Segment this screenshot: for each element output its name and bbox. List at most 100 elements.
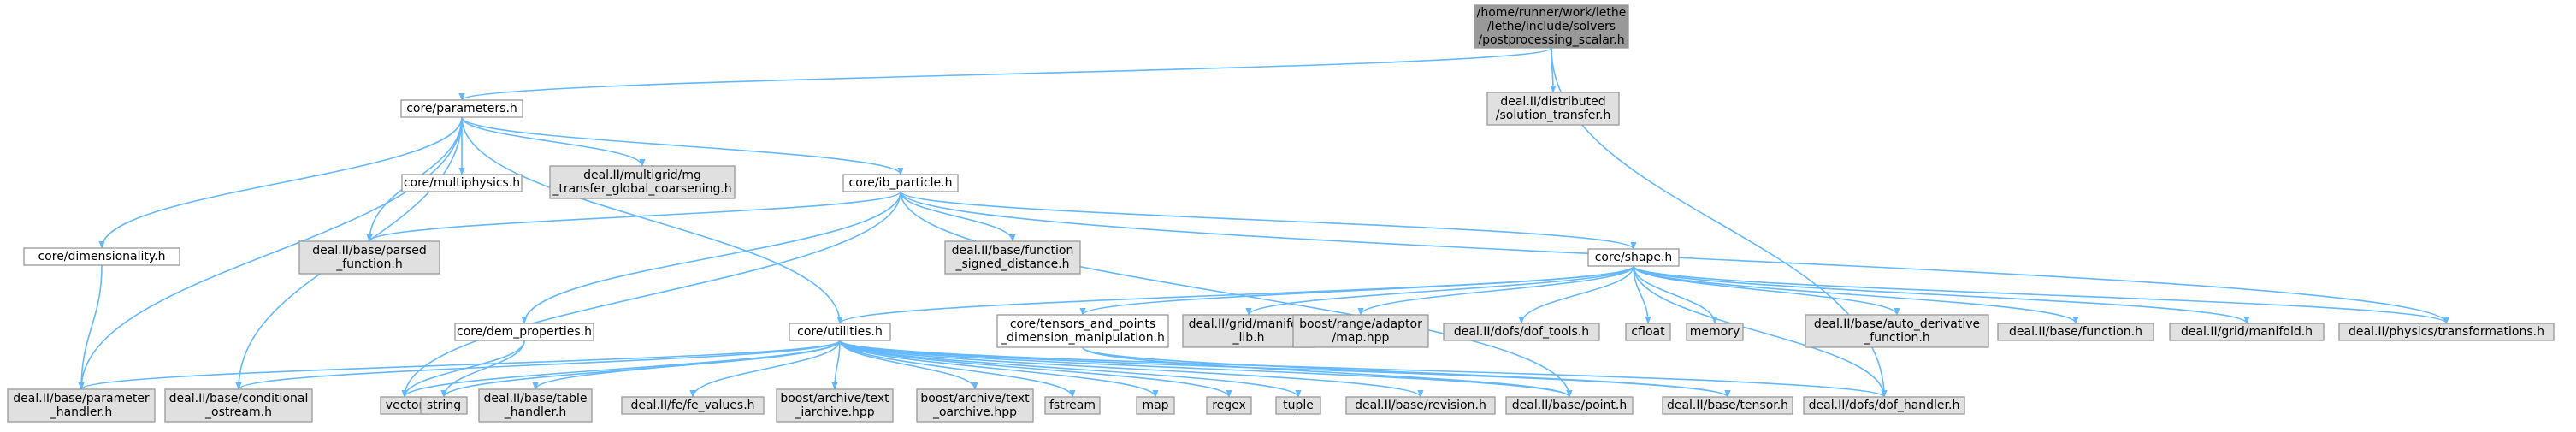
edge-dem_properties-to-string — [440, 340, 525, 398]
edge-utilities-to-fstream — [839, 340, 1076, 398]
node-label-line: _ostream.h — [204, 405, 272, 419]
node-label-line: /map.hpp — [1332, 331, 1390, 345]
node-box — [1486, 92, 1620, 126]
node-manifold_lib: deal.II/grid/manifold_lib.h — [1182, 314, 1315, 348]
node-label-line: core/utilities.h — [797, 325, 883, 339]
node-label-line: /postprocessing_scalar.h — [1478, 33, 1624, 47]
node-box — [1182, 314, 1315, 348]
node-fe_values: deal.II/fe/fe_values.h — [621, 396, 765, 415]
edge-ib_particle-to-function_signed_distance — [900, 191, 1016, 242]
node-box — [23, 247, 180, 266]
node-box — [996, 314, 1169, 348]
node-box — [789, 323, 891, 341]
node-label-line: deal.II/base/revision.h — [1355, 399, 1486, 412]
node-label-line: /lethe/include/solvers — [1487, 20, 1616, 33]
node-label-line: core/parameters.h — [406, 102, 517, 115]
node-label-line: deal.II/dofs/dof_handler.h — [1809, 399, 1960, 412]
node-dof_handler: deal.II/dofs/dof_handler.h — [1803, 396, 1965, 415]
node-label-line: _handler.h — [504, 405, 567, 419]
node-tensors_points[interactable]: core/tensors_and_points_dimension_manipu… — [996, 314, 1169, 348]
node-box — [401, 174, 523, 192]
edge-utilities-to-table_handler — [532, 340, 841, 390]
edge-shape-to-manifold_lib — [1245, 265, 1634, 316]
node-box — [1686, 323, 1744, 341]
edge-utilities-to-parameter_handler — [78, 340, 841, 390]
node-shape[interactable]: core/shape.h — [1587, 248, 1680, 267]
node-box — [1044, 396, 1101, 415]
edge-parameters-to-mg_transfer — [461, 116, 646, 167]
edge-utilities-to-tensor — [839, 340, 1731, 398]
node-box — [916, 388, 1034, 423]
node-map: map — [1136, 396, 1175, 415]
node-label-line: _iarchive.hpp — [794, 405, 874, 419]
node-function_signed_distance: deal.II/base/function_signed_distance.h — [944, 240, 1081, 275]
node-label-line: deal.II/base/point.h — [1512, 399, 1628, 412]
node-box — [1625, 323, 1671, 341]
node-label-line: vector — [386, 399, 424, 412]
node-multiphysics[interactable]: core/multiphysics.h — [401, 174, 523, 192]
edge-shape-to-tensors_points — [1079, 265, 1634, 316]
node-regex: regex — [1206, 396, 1252, 415]
node-box — [298, 240, 440, 275]
edge-ib_particle-to-dem_properties — [521, 191, 901, 324]
node-root: /home/runner/work/lethe/lethe/include/so… — [1474, 4, 1629, 49]
node-base_function: deal.II/base/function.h — [1997, 323, 2154, 341]
node-label-line: /solution_transfer.h — [1496, 109, 1610, 122]
edge-shape-to-dof_handler — [1633, 265, 1888, 398]
node-label-line: cfloat — [1631, 325, 1665, 339]
edge-shape-to-adaptor_map — [1357, 265, 1634, 316]
node-text_iarchive: boost/archive/text_iarchive.hpp — [776, 388, 894, 423]
node-dimensionality[interactable]: core/dimensionality.h — [23, 247, 180, 266]
node-label-line: boost/range/adaptor — [1299, 317, 1422, 331]
node-label-line: core/shape.h — [1595, 251, 1673, 264]
edge-utilities-to-dof_handler — [839, 340, 1888, 398]
edge-utilities-to-text_iarchive — [831, 340, 841, 390]
node-label-line: deal.II/base/table — [484, 392, 588, 405]
node-box — [842, 174, 959, 192]
node-ib_particle[interactable]: core/ib_particle.h — [842, 174, 959, 192]
edge-utilities-to-tuple — [839, 340, 1302, 398]
node-label-line: string — [427, 399, 461, 412]
node-box — [1587, 248, 1680, 267]
node-label-line: deal.II/base/parameter — [13, 392, 150, 405]
node-transformations: deal.II/physics/transformations.h — [2338, 323, 2555, 341]
node-box — [1275, 396, 1321, 415]
node-box — [1505, 396, 1634, 415]
node-box — [549, 165, 736, 199]
node-label-line: _handler.h — [50, 405, 113, 419]
edge-ib_particle-to-parsed_function — [366, 191, 901, 242]
edges — [78, 47, 2449, 398]
node-text_oarchive: boost/archive/text_oarchive.hpp — [916, 388, 1034, 423]
node-box — [1805, 314, 1989, 348]
edge-tensors_points-to-point — [1082, 346, 1573, 398]
node-label-line: deal.II/base/tensor.h — [1667, 399, 1788, 412]
node-dem_properties[interactable]: core/dem_properties.h — [454, 323, 594, 341]
node-label-line: _oarchive.hpp — [932, 405, 1017, 419]
node-label-line: _transfer_global_coarsening.h — [552, 182, 731, 196]
node-parameters[interactable]: core/parameters.h — [400, 99, 523, 118]
node-auto_derivative: deal.II/base/auto_derivative_function.h — [1805, 314, 1989, 348]
node-box — [944, 240, 1081, 275]
node-label-line: deal.II/grid/manifold.h — [2181, 325, 2313, 339]
node-label-line: deal.II/base/auto_derivative — [1814, 317, 1980, 331]
node-box — [1292, 314, 1429, 348]
node-label-line: deal.II/base/function — [952, 244, 1074, 257]
edge-tensors_points-to-tensor — [1082, 346, 1731, 398]
node-box — [400, 99, 523, 118]
edge-root-to-parameters — [458, 47, 1552, 101]
node-box — [1136, 396, 1175, 415]
node-grid_manifold: deal.II/grid/manifold.h — [2169, 323, 2325, 341]
node-box — [7, 388, 156, 423]
edge-utilities-to-conditional_ostream — [235, 340, 841, 390]
edge-utilities-to-point — [839, 340, 1573, 398]
node-label-line: deal.II/base/function.h — [2009, 325, 2142, 339]
node-box — [776, 388, 894, 423]
node-box — [621, 396, 765, 415]
node-box — [420, 396, 468, 415]
node-utilities[interactable]: core/utilities.h — [789, 323, 891, 341]
node-label-line: core/dimensionality.h — [38, 250, 165, 263]
node-label-line: memory — [1690, 325, 1740, 339]
node-label-line: core/tensors_and_points — [1010, 317, 1155, 331]
node-label-line: _signed_distance.h — [954, 257, 1069, 271]
edge-parameters-to-utilities — [461, 116, 843, 324]
